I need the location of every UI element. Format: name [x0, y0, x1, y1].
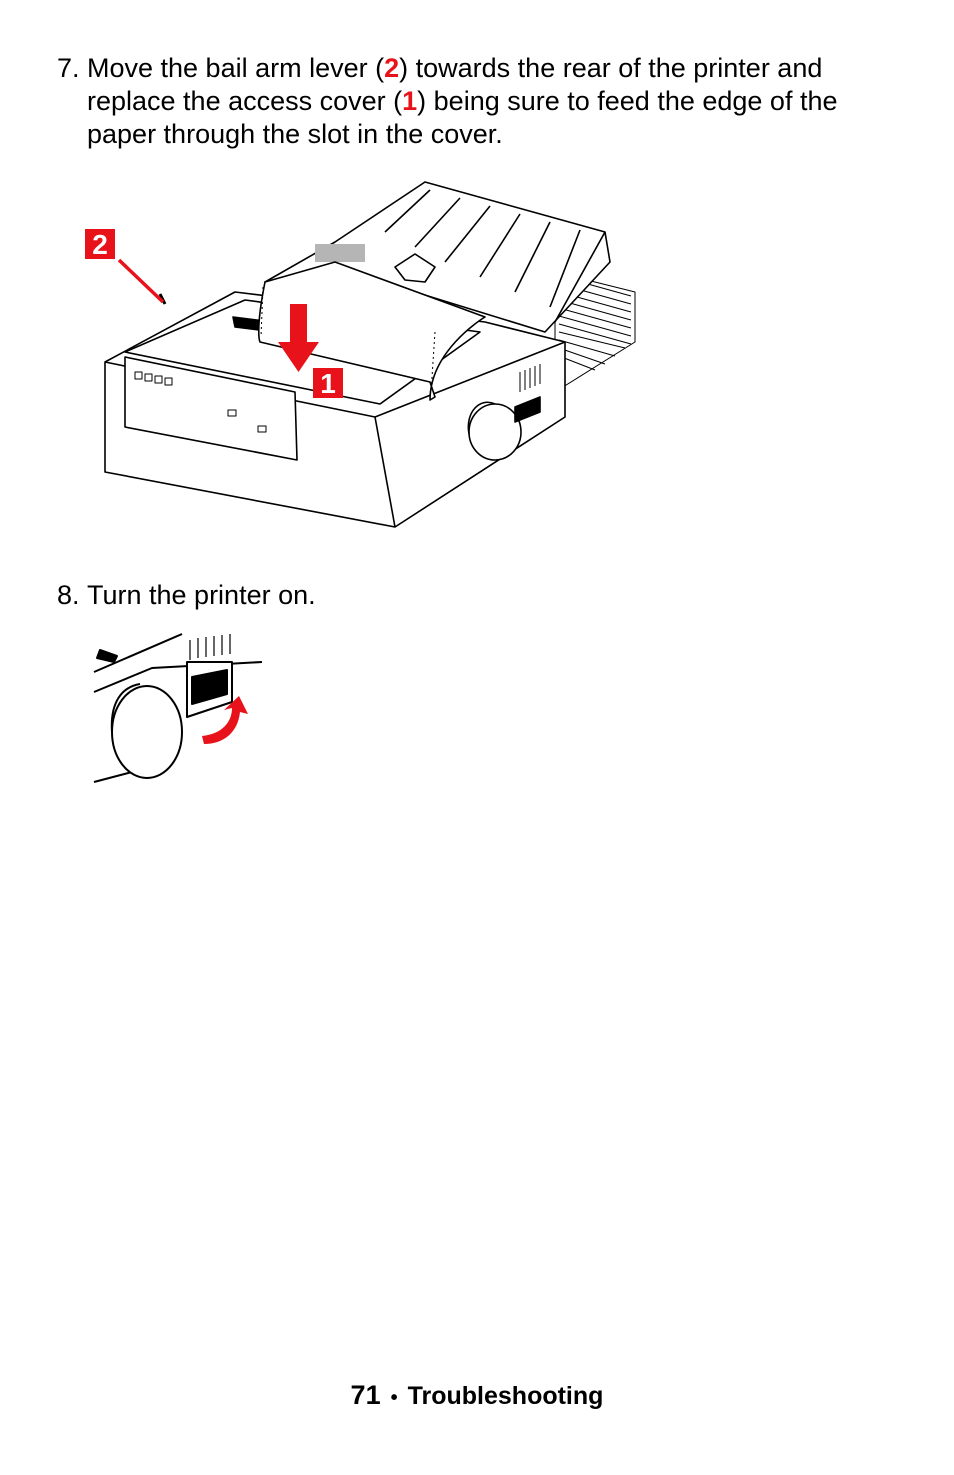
callout-ref-1: 1: [402, 86, 418, 116]
step-7: 7. Move the bail arm lever (2) towards t…: [57, 52, 907, 151]
step-8: 8. Turn the printer on.: [57, 579, 316, 612]
step-text: Move the bail arm lever (2) towards the …: [87, 52, 897, 151]
power-switch-illustration: [93, 633, 263, 783]
step-text: Turn the printer on.: [87, 580, 316, 610]
step-number: 7.: [57, 53, 80, 83]
printer-illustration: 2 1: [85, 181, 636, 528]
callout-ref-2: 2: [384, 53, 400, 83]
step-number: 8.: [57, 580, 80, 610]
step-text-part: Move the bail arm lever (: [87, 53, 385, 83]
callout-2-label: 2: [92, 229, 108, 260]
footer-separator: •: [390, 1387, 398, 1409]
section-title: Troubleshooting: [407, 1382, 604, 1410]
page-number: 71: [350, 1380, 381, 1410]
callout-1-label: 1: [320, 368, 336, 399]
step-text-part: ) being sure to feed the edge of the pap…: [87, 86, 838, 149]
step-text-part: ) towards the rear of the printer and re…: [87, 53, 823, 116]
page-footer: 71 • Troubleshooting: [0, 1380, 954, 1411]
